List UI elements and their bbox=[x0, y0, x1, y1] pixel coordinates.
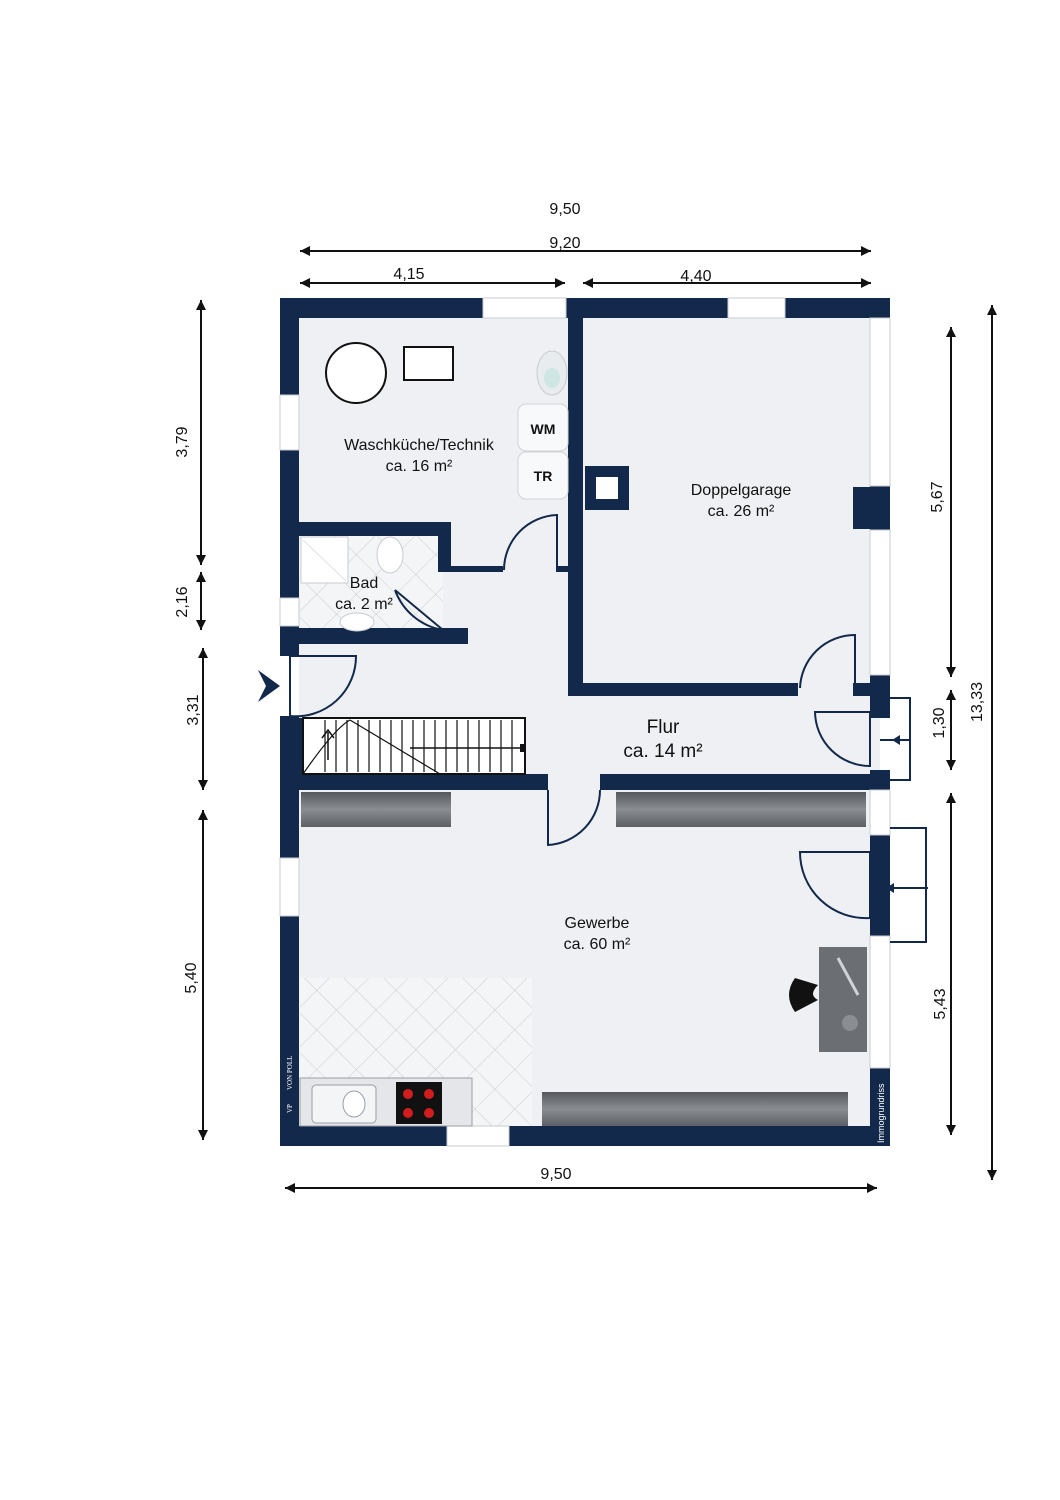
room-flur-area: ca. 14 m² bbox=[623, 741, 702, 762]
office-chair bbox=[789, 978, 818, 1012]
cooktop bbox=[396, 1082, 442, 1124]
dim-top-left: 4,15 bbox=[393, 266, 424, 283]
watermark-text: Immogrundriss bbox=[876, 1083, 886, 1143]
room-waschkueche-name: Waschküche/Technik bbox=[344, 437, 495, 454]
washer-label: WM bbox=[531, 421, 556, 437]
dim-top-outer: 9,50 bbox=[549, 201, 580, 218]
tank-symbol bbox=[403, 346, 454, 381]
entrance-arrow-icon bbox=[258, 670, 280, 702]
desk-lamp bbox=[836, 957, 860, 996]
dimension-lines bbox=[196, 246, 997, 1193]
dim-right-1: 5,67 bbox=[929, 481, 946, 512]
room-gewerbe-name: Gewerbe bbox=[565, 915, 630, 932]
room-doppelgarage-name: Doppelgarage bbox=[691, 482, 792, 499]
windows bbox=[279, 297, 891, 1147]
staircase bbox=[302, 717, 526, 775]
dim-right-3: 5,43 bbox=[932, 988, 949, 1019]
dim-left-3: 3,31 bbox=[185, 694, 202, 725]
desk bbox=[819, 947, 867, 1052]
dim-right-2: 1,30 bbox=[931, 707, 948, 738]
room-doppelgarage-area: ca. 26 m² bbox=[708, 503, 775, 520]
counter-2 bbox=[616, 792, 866, 827]
svg-text:VON POLL: VON POLL bbox=[286, 1056, 294, 1090]
room-gewerbe-area: ca. 60 m² bbox=[564, 936, 631, 953]
vonpoll-logo: VP VON POLL bbox=[286, 1056, 294, 1113]
dim-top-inner: 9,20 bbox=[549, 235, 580, 252]
interior-walls bbox=[290, 298, 890, 936]
boiler-symbol bbox=[325, 342, 387, 404]
dim-right-total: 13,33 bbox=[969, 682, 986, 722]
doors bbox=[289, 513, 928, 943]
svg-text:VP: VP bbox=[286, 1104, 294, 1113]
dim-left-4: 5,40 bbox=[183, 962, 200, 993]
bad-sink bbox=[339, 612, 375, 632]
counter-3 bbox=[542, 1092, 848, 1126]
counter-1 bbox=[301, 792, 451, 827]
room-bad-name: Bad bbox=[350, 575, 378, 592]
dim-left-2: 2,16 bbox=[174, 586, 191, 617]
dim-top-right: 4,40 bbox=[680, 268, 711, 285]
dryer-appliance bbox=[517, 451, 569, 500]
toilet bbox=[376, 536, 404, 574]
dim-left-1: 3,79 bbox=[174, 426, 191, 457]
room-flur-name: Flur bbox=[647, 717, 680, 738]
washer-appliance bbox=[517, 403, 569, 452]
room-bad-area: ca. 2 m² bbox=[335, 596, 393, 613]
dryer-label: TR bbox=[534, 468, 553, 484]
room-waschkueche-area: ca. 16 m² bbox=[386, 458, 453, 475]
dim-bottom: 9,50 bbox=[540, 1166, 571, 1183]
